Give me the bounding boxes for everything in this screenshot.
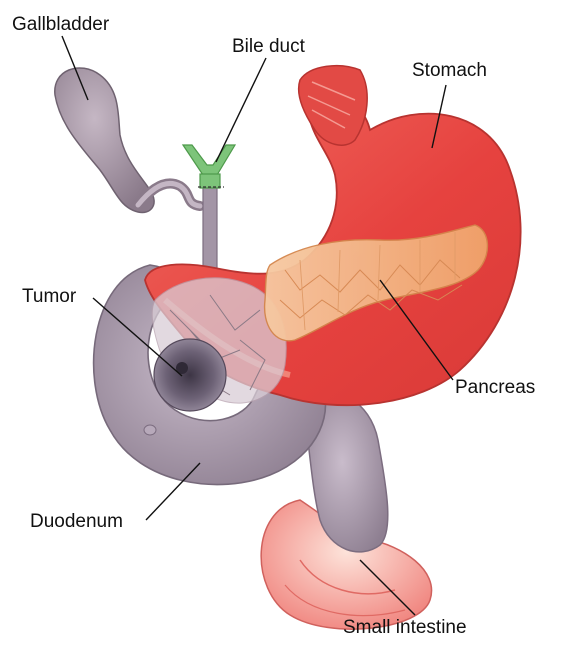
bile-duct-leader: [216, 58, 266, 162]
gallbladder-label: Gallbladder: [12, 14, 110, 35]
bile-duct-shape: [183, 145, 235, 275]
stomach-label: Stomach: [412, 60, 487, 81]
gallbladder-shape: [55, 68, 200, 213]
pancreas-label: Pancreas: [455, 377, 535, 398]
tumor-shape: [154, 339, 226, 411]
duodenum-label: Duodenum: [30, 511, 123, 532]
small-intestine-label: Small intestine: [343, 617, 467, 638]
tumor-label: Tumor: [22, 286, 77, 307]
bile-duct-label: Bile duct: [232, 36, 306, 57]
